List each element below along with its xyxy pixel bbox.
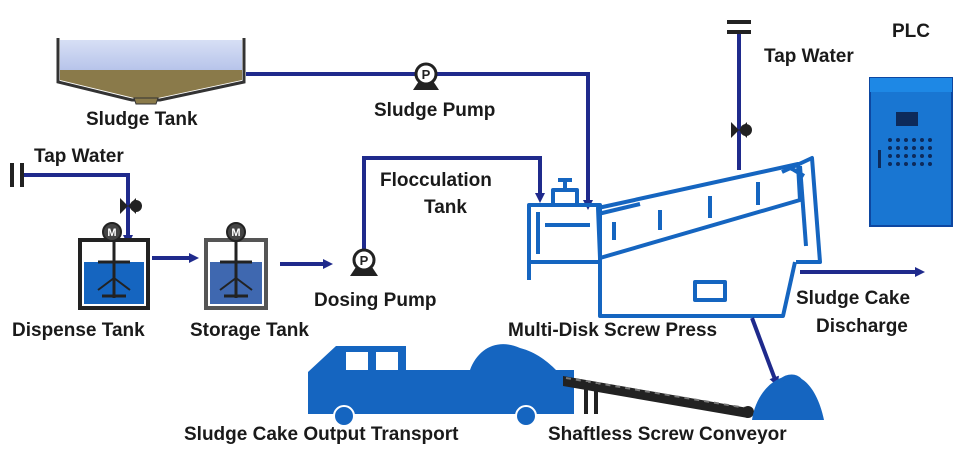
- shaftless-screw-conveyor: [563, 376, 754, 418]
- tap-water-left-label: Tap Water: [34, 146, 124, 167]
- sludge-pipe: [246, 72, 593, 210]
- storage-tank-label: Storage Tank: [190, 320, 309, 341]
- plc-cabinet: [869, 77, 953, 227]
- sludge-tank-label: Sludge Tank: [86, 109, 198, 130]
- tap-water-top-label: Tap Water: [764, 46, 854, 67]
- dispense-tank: [78, 238, 150, 310]
- flocculation-label-line2: Tank: [424, 197, 467, 218]
- mixer-symbol: M: [107, 227, 116, 239]
- dosing-pump-icon: P: [350, 248, 378, 276]
- dispense-tank-label: Dispense Tank: [12, 320, 145, 341]
- sludge-pump-icon: P: [413, 62, 439, 90]
- press-to-conveyor-arrow: [750, 317, 779, 387]
- screw-press: [527, 156, 822, 318]
- plc-label: PLC: [892, 21, 930, 42]
- tap-water-left-pipe: [10, 163, 133, 245]
- flocculation-label-line1: Flocculation: [380, 170, 492, 191]
- dosing-pipe: [362, 156, 545, 250]
- screw-press-label: Multi-Disk Screw Press: [508, 320, 718, 341]
- storage-tank: [204, 238, 268, 310]
- cake-discharge-label-line1: Sludge Cake: [796, 288, 911, 309]
- svg-text:M: M: [231, 227, 240, 239]
- transport-label: Sludge Cake Output Transport: [184, 424, 459, 445]
- transport-truck: [308, 344, 574, 427]
- dispense-mixer-icon: M: [102, 222, 122, 242]
- cake-discharge-label-line2: Discharge: [816, 316, 908, 337]
- sludge-pump-label: Sludge Pump: [374, 100, 496, 121]
- pump-symbol: P: [422, 67, 431, 82]
- conveyor-label: Shaftless Screw Conveyor: [548, 424, 787, 445]
- sludge-cake-pile: [752, 374, 824, 420]
- tap-water-top-pipe: [727, 20, 751, 170]
- dosing-pump-label: Dosing Pump: [314, 290, 437, 311]
- svg-text:P: P: [360, 253, 369, 268]
- storage-mixer-icon: M: [226, 222, 246, 242]
- sludge-tank: [56, 38, 246, 105]
- tap-water-left-valve-icon: [120, 198, 142, 214]
- tap-water-top-valve-icon: [731, 122, 752, 138]
